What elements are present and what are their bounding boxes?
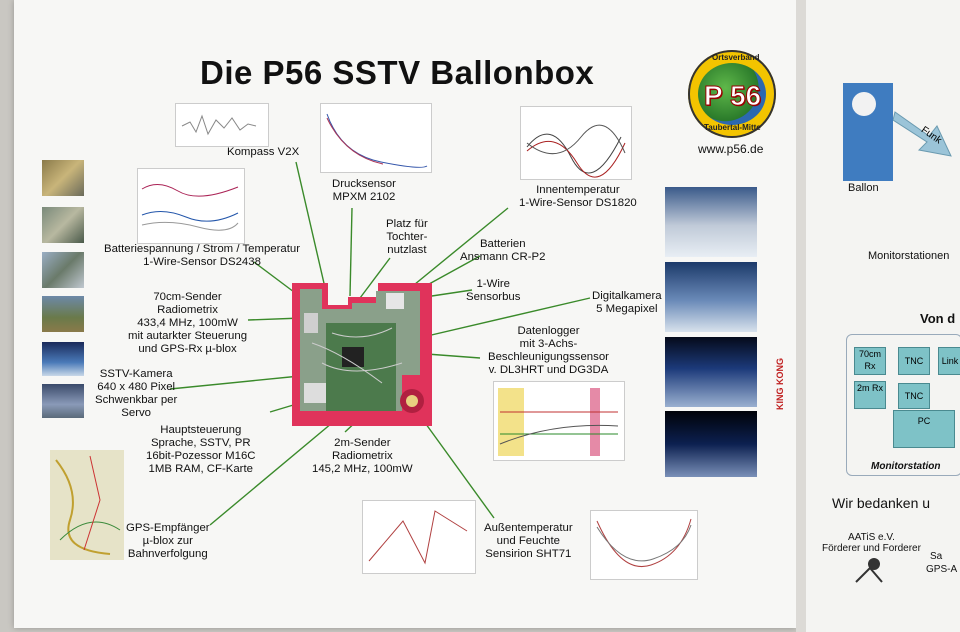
aussen-plot-1: [362, 500, 476, 574]
king-kong-tag: KING KONG: [775, 358, 785, 411]
aerial-photo-3: [42, 252, 84, 288]
cloud-photo-4: [665, 411, 757, 477]
von-heading: Von d: [920, 311, 956, 326]
logo-center-text: P 56: [703, 80, 762, 112]
link-box: Link: [938, 347, 960, 375]
poster-gap: [796, 0, 806, 632]
datenlogger-plot: [493, 381, 625, 461]
logo-top-text: Ortsverband: [712, 53, 760, 62]
ballon-graphic: [843, 83, 893, 181]
tnc-box-1: TNC: [898, 347, 930, 375]
bedanken-heading: Wir bedanken u: [832, 495, 931, 511]
cloud-photo-2: [665, 262, 757, 332]
kompass-plot: [175, 103, 269, 147]
balloon-icon: [852, 92, 876, 116]
aerial-photo-2: [42, 207, 84, 243]
monitorstation-diagram: [846, 334, 960, 476]
aussen-plot-2: [590, 510, 698, 580]
druck-plot: [320, 103, 432, 173]
cut-text-1: Sa: [930, 551, 943, 562]
gps-map: [50, 450, 124, 560]
ballonbox-photo: [292, 283, 432, 426]
cut-text-2: GPS-A: [926, 564, 958, 575]
funk-arrow-icon: [893, 111, 952, 157]
poster-title: Die P56 SSTV Ballonbox: [200, 54, 595, 91]
aatis-text: AATiS e.V.Förderer und Forderer: [822, 532, 921, 554]
ballon-label: Ballon: [848, 182, 879, 194]
monitorstation-label: Monitorstation: [871, 461, 941, 472]
pc-box: PC: [893, 410, 955, 448]
website: www.p56.de: [698, 142, 764, 156]
stratosphere-photo-2: [42, 384, 84, 418]
aerial-photo-1: [42, 160, 84, 196]
p56-logo: P 56 Ortsverband Taubertal-Mitte: [688, 50, 776, 138]
cloud-photo-1: [665, 187, 757, 257]
logo-bottom-text: Taubertal-Mitte: [704, 123, 761, 132]
kompass-label: Kompass V2X: [227, 146, 300, 158]
rx70-box: 70cm Rx: [854, 347, 886, 375]
aerial-photo-4: [42, 296, 84, 332]
map-routes: [55, 455, 121, 555]
monitorstationen-label: Monitorstationen: [868, 250, 950, 262]
cloud-photo-3: [665, 337, 757, 407]
mascot-icon: [855, 558, 883, 583]
rx2m-box: 2m Rx: [854, 381, 886, 409]
innentemperatur-plot: [520, 106, 632, 180]
globe-icon: [698, 63, 766, 125]
batterie-plot: [137, 168, 245, 244]
stratosphere-photo-1: [42, 342, 84, 376]
tnc-box-2: TNC: [898, 383, 930, 409]
